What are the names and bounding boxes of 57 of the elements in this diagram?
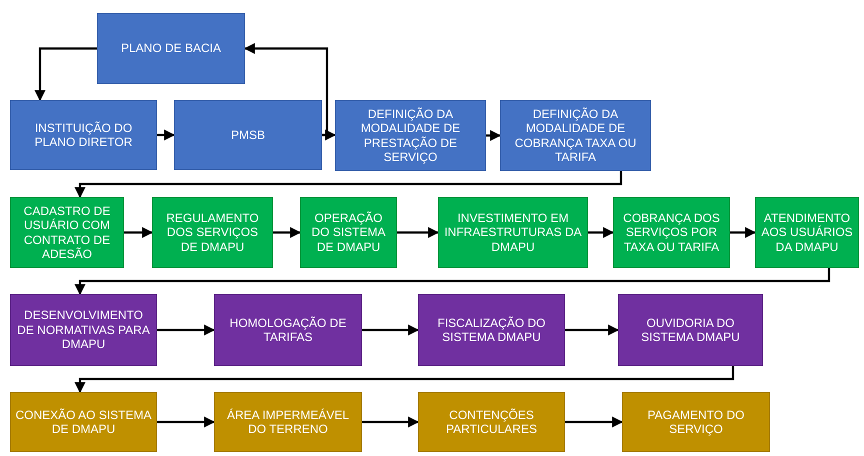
arrow bbox=[565, 416, 624, 428]
process-box bbox=[613, 197, 730, 268]
process-box bbox=[335, 100, 486, 171]
arrow bbox=[157, 324, 216, 336]
arrow bbox=[74, 268, 830, 296]
box-label: PMSB bbox=[230, 128, 265, 142]
process-box bbox=[152, 197, 273, 268]
box-label: OUVIDORIA DO SISTEMA DMAPU bbox=[640, 316, 741, 344]
box-label: HOMOLOGAÇÃO DE TARIFAS bbox=[228, 316, 348, 344]
process-box bbox=[418, 392, 565, 452]
box-label: PAGAMENTO DO SERVIÇO bbox=[646, 408, 746, 436]
box-label: COBRANÇA DOS SERVIÇOS POR TAXA OU TARIFA bbox=[622, 210, 721, 254]
arrow bbox=[362, 416, 420, 428]
box-label: REGULAMENTO DOS SERVIÇOS DE DMAPU bbox=[165, 210, 260, 254]
process-box bbox=[174, 100, 322, 170]
arrow bbox=[244, 43, 328, 136]
process-box bbox=[10, 100, 157, 170]
box-label: INVESTIMENTO EM INFRAESTRUTURAS DA DMAPU bbox=[443, 210, 583, 254]
arrow bbox=[397, 227, 440, 238]
process-box bbox=[10, 294, 157, 366]
box-label: ÁREA IMPERMEÁVEL DO TERRENO bbox=[226, 408, 350, 436]
process-box bbox=[418, 294, 565, 366]
box-label: DEFINIÇÃO DA MODALIDADE DE PRESTAÇÃO DE SERVIÇO bbox=[360, 106, 462, 164]
arrow bbox=[322, 130, 336, 140]
arrow bbox=[74, 171, 622, 198]
arrow bbox=[362, 324, 420, 336]
box-label: DESENVOLVIMENTO DE NORMATIVAS PARA DMAPU bbox=[16, 308, 151, 352]
process-box bbox=[97, 13, 245, 84]
process-box bbox=[618, 294, 763, 366]
box-label: PLANO DE BACIA bbox=[120, 41, 222, 56]
process-box bbox=[300, 197, 397, 268]
process-box bbox=[438, 197, 588, 268]
box-label: ATENDIMENTO AOS USUÁRIOS DA DMAPU bbox=[760, 210, 854, 254]
box-label: CADASTRO DE USUÁRIO COM CONTRATO DE ADESÃO bbox=[22, 204, 112, 262]
arrow bbox=[730, 227, 756, 238]
box-label: INSTITUIÇÃO DO PLANO DIRETOR bbox=[34, 120, 134, 150]
process-box bbox=[10, 197, 124, 268]
process-box bbox=[214, 392, 362, 452]
arrow bbox=[157, 130, 176, 140]
box-label: FISCALIZAÇÃO DO SISTEMA DMAPU bbox=[436, 316, 547, 344]
arrow bbox=[34, 47, 97, 102]
arrow bbox=[273, 227, 302, 238]
box-label: DEFINIÇÃO DA MODALIDADE DE COBRANÇA TAXA OU TARIFA bbox=[514, 106, 638, 164]
process-box bbox=[500, 100, 651, 171]
process-box bbox=[622, 392, 770, 452]
arrow bbox=[565, 324, 620, 336]
arrow bbox=[74, 366, 734, 394]
box-label: CONEXÃO AO SISTEMA DE DMAPU bbox=[15, 408, 152, 436]
box-label: OPERAÇÃO DO SISTEMA DE DMAPU bbox=[310, 210, 386, 254]
box-label: CONTENÇÕES PARTICULARES bbox=[445, 408, 538, 436]
process-box bbox=[755, 197, 859, 268]
process-box bbox=[214, 294, 362, 366]
arrow bbox=[588, 227, 614, 238]
arrow bbox=[486, 130, 502, 141]
arrow bbox=[157, 416, 216, 428]
arrow bbox=[124, 227, 154, 238]
process-box bbox=[10, 392, 157, 452]
